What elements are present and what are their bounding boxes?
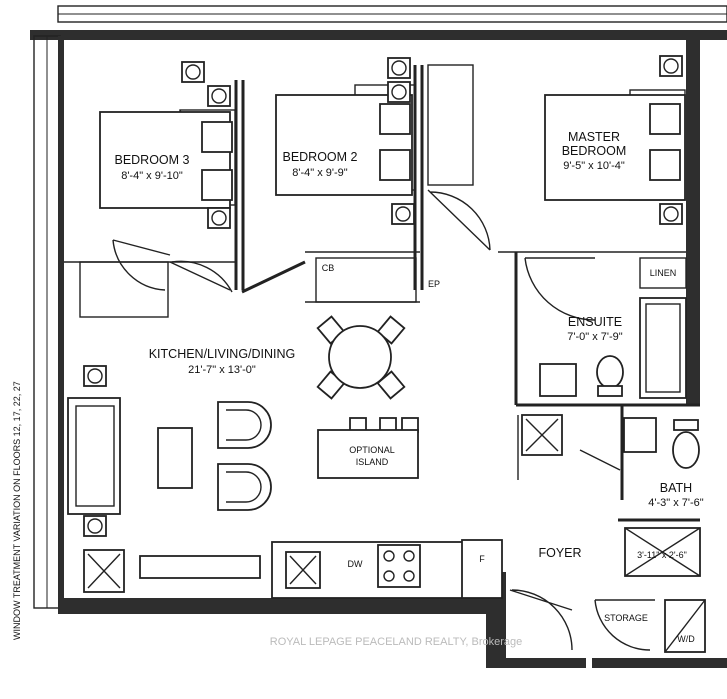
ensuite-name: ENSUITE: [568, 315, 622, 329]
top-window-strip: [30, 5, 727, 40]
watermark: ROYAL LEPAGE PEACELAND REALTY, Brokerage: [270, 636, 523, 648]
armchair: [217, 463, 272, 511]
light-fixture-icon: [207, 85, 231, 107]
vanity-sink: [539, 363, 577, 397]
coffee-table: [157, 427, 193, 489]
bedroom2-dims: 8'-4" x 9'-9": [292, 167, 348, 179]
living-furniture: [67, 397, 272, 515]
bath-dims: 4'-3" x 7'-6": [648, 497, 704, 509]
window-treatment-note: WINDOW TREATMENT VARIATION ON FLOORS 12,…: [12, 381, 22, 640]
optional-island-label-1: OPTIONAL: [349, 445, 395, 455]
light-fixtures: [83, 55, 683, 537]
ensuite-dims: 7'-0" x 7'-9": [567, 331, 623, 343]
light-fixture-icon: [659, 203, 683, 225]
dining-table: [328, 325, 392, 389]
ep-label: EP: [428, 279, 440, 289]
linen-label: LINEN: [650, 268, 677, 278]
dining-set: [316, 315, 406, 400]
bathtub: [639, 297, 687, 399]
light-fixture-icon: [181, 61, 205, 83]
toilet: [596, 355, 624, 389]
master-dims: 9'-5" x 10'-4": [563, 160, 625, 172]
bedroom2-name: BEDROOM 2: [282, 150, 357, 164]
ensuite-fixtures: [521, 297, 687, 456]
door-swings: [112, 189, 655, 651]
master-name-line2: BEDROOM: [562, 144, 627, 158]
light-fixture-icon: [659, 55, 683, 77]
wd-label: W/D: [677, 634, 695, 644]
shower-dims: 3'-11" x 2'-6": [637, 550, 687, 560]
kitchen-counter: [83, 539, 503, 599]
bedroom3-dims: 8'-4" x 9'-10": [121, 170, 183, 182]
bath-fixtures: [623, 417, 701, 577]
kitchen-dims: 21'-7" x 13'-0": [188, 364, 256, 376]
master-name-line1: MASTER: [568, 130, 620, 144]
optional-island-label-2: ISLAND: [356, 457, 389, 467]
storage-name: STORAGE: [604, 613, 648, 623]
armchair: [217, 401, 272, 449]
light-fixture-icon: [83, 365, 107, 387]
bedroom3-name: BEDROOM 3: [114, 153, 189, 167]
light-fixture-icon: [387, 57, 411, 79]
vanity-sink: [623, 417, 657, 453]
beds: [99, 94, 686, 209]
bath-name: BATH: [660, 481, 692, 495]
light-fixture-icon: [387, 81, 411, 103]
left-window-strip: [33, 35, 61, 609]
toilet: [672, 431, 700, 469]
stove: [377, 544, 421, 588]
light-fixture-icon: [207, 207, 231, 229]
foyer-name: FOYER: [538, 546, 581, 560]
cb-label: CB: [322, 263, 335, 273]
washer-dryer: [664, 599, 706, 653]
optional-island: [317, 417, 419, 479]
light-fixture-icon: [83, 515, 107, 537]
light-fixture-icon: [391, 203, 415, 225]
dw-label: DW: [348, 559, 363, 569]
kitchen-name: KITCHEN/LIVING/DINING: [149, 347, 296, 361]
fridge-label: F: [479, 554, 485, 564]
